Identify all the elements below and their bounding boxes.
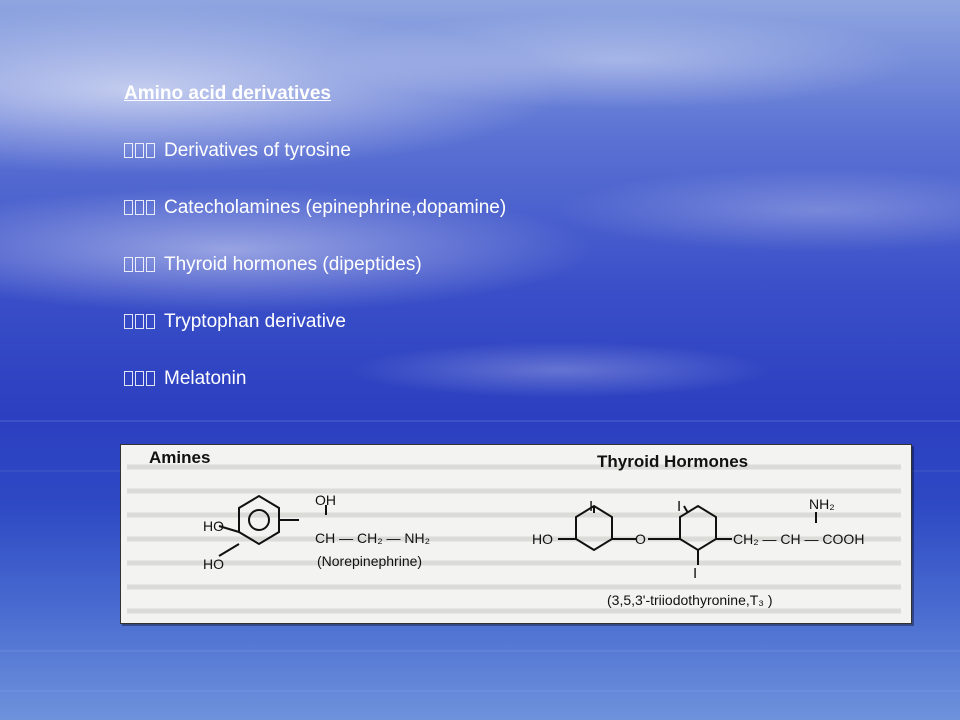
ho-label-2: HO xyxy=(203,556,224,572)
thyroid-hormones-title: Thyroid Hormones xyxy=(597,452,748,471)
t3-o-label: O xyxy=(635,531,646,547)
t3-name: (3,5,3'-triiodothyronine,T₃ ) xyxy=(607,592,773,608)
norepinephrine-name: (Norepinephrine) xyxy=(317,553,422,569)
bullet-melatonin: Melatonin xyxy=(124,365,544,393)
bullet-catecholamines: Catecholamines (epinephrine,dopamine) xyxy=(124,194,544,222)
bullet-text: Melatonin xyxy=(164,368,247,389)
bullet-derivatives-of-tyrosine: Derivatives of tyrosine xyxy=(124,137,544,165)
t3-ho-label: HO xyxy=(532,531,553,547)
chemical-structures-figure: Amines Thyroid Hormones HO HO OH CH — CH… xyxy=(120,444,912,624)
norepinephrine-chain: CH — CH₂ — NH₂ xyxy=(315,530,430,546)
norepinephrine-structure xyxy=(218,494,327,557)
iodine-label-2: I xyxy=(677,498,681,515)
ho-label-1: HO xyxy=(203,518,224,534)
bullet-glyph-icon xyxy=(124,365,164,393)
bullet-thyroid-hormones: Thyroid hormones (dipeptides) xyxy=(124,251,544,279)
faint-background-text xyxy=(127,464,901,614)
bullet-glyph-icon xyxy=(124,194,164,222)
bullet-text: Thyroid hormones (dipeptides) xyxy=(164,254,422,275)
bullet-glyph-icon xyxy=(124,251,164,279)
bullet-text: Catecholamines (epinephrine,dopamine) xyxy=(164,197,507,218)
iodine-label-3: I xyxy=(693,565,697,582)
t3-chain: CH₂ — CH — COOH xyxy=(733,531,864,547)
t3-nh2-label: NH₂ xyxy=(809,496,835,512)
bullet-text: Derivatives of tyrosine xyxy=(164,140,351,161)
bullet-text: Tryptophan derivative xyxy=(164,311,347,332)
structures-svg: Amines Thyroid Hormones HO HO OH CH — CH… xyxy=(127,448,901,614)
oh-label: OH xyxy=(315,492,336,508)
slide-heading: Amino acid derivatives xyxy=(124,83,331,104)
amines-title: Amines xyxy=(149,448,210,467)
bullet-glyph-icon xyxy=(124,137,164,165)
bullet-glyph-icon xyxy=(124,308,164,336)
iodine-label-1: I xyxy=(589,498,593,515)
bullet-tryptophan-derivative: Tryptophan derivative xyxy=(124,308,544,336)
t3-structure xyxy=(558,504,817,565)
slide-text: Amino acid derivatives Derivatives of ty… xyxy=(124,80,544,422)
